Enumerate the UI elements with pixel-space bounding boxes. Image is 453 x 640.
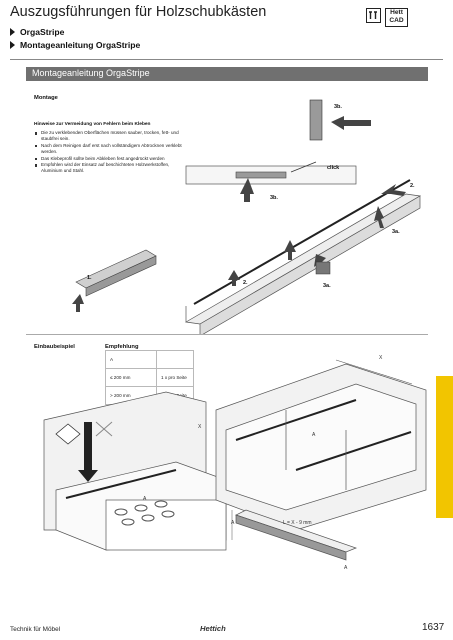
label-3a-right: 3a.: [392, 229, 400, 235]
hettich-logo: Hettich: [200, 624, 226, 633]
breadcrumb-label: OrgaStripe: [20, 27, 65, 37]
hinweise-heading: Hinweise zur Vermeidung von Fehlern beim…: [34, 122, 151, 127]
dim-a-strip: A: [344, 565, 348, 571]
strip-profile-drawing: [72, 249, 157, 312]
rail-detail-drawing: [185, 99, 357, 185]
header-rule: [10, 59, 443, 60]
label-1: 1.: [87, 275, 92, 281]
page-title: Auszugsführungen für Holzschubkästen: [10, 4, 267, 20]
dim-a-right: A: [312, 432, 316, 438]
empfehlung-label: Empfehlung: [105, 344, 139, 350]
dim-x-right: X: [379, 355, 383, 361]
logo-text-line1: Hett: [390, 9, 403, 16]
right-drawer-drawing: [215, 359, 427, 531]
triangle-right-icon: [10, 28, 15, 36]
dim-a-left: A: [143, 496, 147, 502]
triangle-right-icon: [10, 41, 15, 49]
hinweise-list: Die zu verklebenden Oberflächen müssen s…: [34, 130, 184, 175]
list-item: Das Klebeprofil sollte beim Abkleben fes…: [34, 156, 184, 162]
list-item: Die zu verklebenden Oberflächen müssen s…: [34, 130, 184, 143]
breadcrumb-item-orgastripe[interactable]: OrgaStripe: [10, 27, 64, 37]
logo-text-line2: CAD: [389, 17, 404, 24]
arrows-drawing: [228, 116, 406, 286]
einbaubeispiel-label: Einbaubeispiel: [34, 344, 75, 350]
list-item: Empfohlen wird der Einsatz auf beschicht…: [34, 162, 184, 175]
strip-length-drawing: [231, 509, 358, 561]
footer-left-text: Technik für Möbel: [10, 626, 61, 633]
breadcrumb-item-montageanleitung[interactable]: Montageanleitung OrgaStripe: [10, 40, 140, 50]
label-3b-top: 3b.: [334, 104, 342, 110]
installation-example-illustration: [43, 359, 427, 561]
label-click: click: [327, 165, 340, 171]
clip-part: [315, 261, 331, 275]
section-header: Montageanleitung OrgaStripe: [26, 67, 428, 80]
montage-illustration: [72, 99, 422, 334]
left-drawer-drawing: [43, 391, 227, 551]
label-3b-bottom: 3b.: [270, 195, 278, 201]
page-number: 1637: [422, 622, 445, 633]
chapter-tab[interactable]: [436, 376, 453, 518]
section-title: Montageanleitung OrgaStripe: [32, 68, 150, 78]
hettcad-t-icon[interactable]: [366, 8, 381, 23]
list-item: Nach dem Reinigen darf erst nach vollstä…: [34, 143, 184, 156]
side-panel-drawing: [184, 179, 422, 334]
section-divider: [26, 334, 428, 335]
table-row: ≤ 200 mm 1 x pro Seite: [105, 368, 194, 387]
section-rule: [26, 80, 428, 81]
label-3a-mid: 3a.: [323, 283, 331, 289]
dim-x-mid: X: [198, 424, 202, 430]
label-2-mid: 2.: [243, 280, 248, 286]
hettcad-logo[interactable]: Hett CAD: [385, 8, 408, 27]
label-2-right: 2.: [410, 183, 415, 189]
breadcrumb-label: Montageanleitung OrgaStripe: [20, 40, 141, 50]
dim-a-front: A: [231, 520, 235, 526]
dim-length: L = X - 9 mm: [283, 520, 312, 526]
montage-label: Montage: [34, 95, 58, 101]
